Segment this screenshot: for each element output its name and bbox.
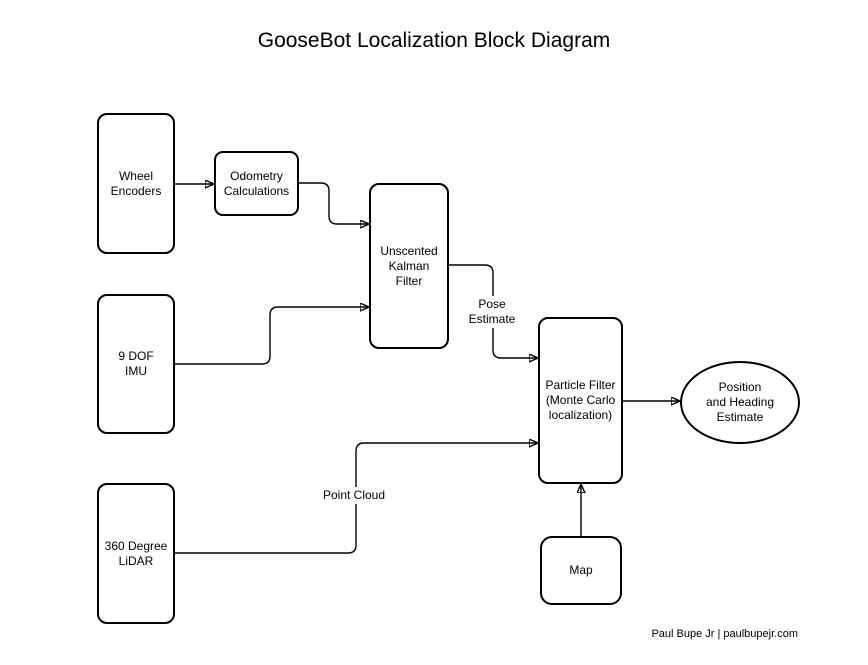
- node-map: Map: [540, 536, 622, 605]
- node-odometry-calculations: Odometry Calculations: [214, 151, 299, 216]
- node-wheel-encoders: Wheel Encoders: [97, 113, 175, 254]
- node-position-heading-estimate: Position and Heading Estimate: [680, 361, 800, 444]
- node-unscented-kalman-filter: Unscented Kalman Filter: [369, 183, 449, 349]
- node-9dof-imu: 9 DOF IMU: [97, 294, 175, 434]
- author-credit: Paul Bupe Jr | paulbupejr.com: [651, 628, 798, 640]
- wire-label-point-cloud: Point Cloud: [314, 487, 394, 504]
- node-particle-filter: Particle Filter (Monte Carlo localizatio…: [538, 317, 623, 484]
- page-title: GooseBot Localization Block Diagram: [257, 29, 611, 52]
- node-360-degree-lidar: 360 Degree LiDAR: [97, 483, 175, 624]
- wire-imu-to-ukf: [175, 307, 369, 365]
- wire-label-pose-estimate: Pose Estimate: [452, 296, 532, 328]
- wire-odometry-to-ukf: [299, 182, 369, 224]
